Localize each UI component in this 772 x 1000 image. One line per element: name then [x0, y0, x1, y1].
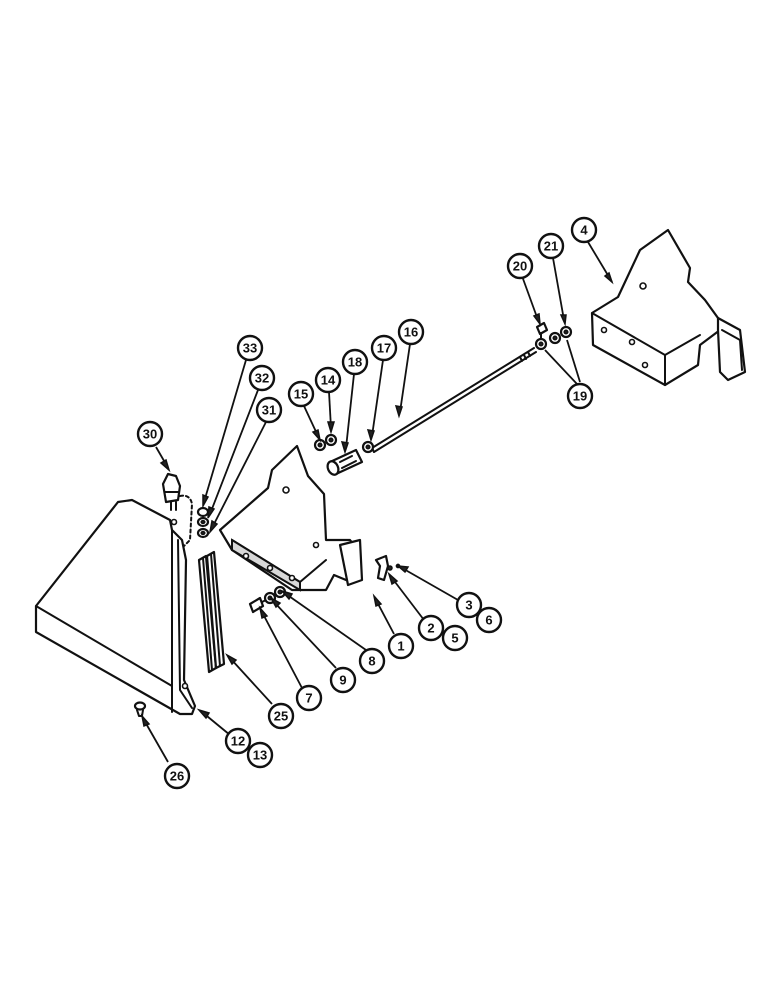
callout-label-7: 7	[305, 691, 312, 706]
callout-label-1: 1	[397, 639, 404, 654]
callout-14: 14	[314, 366, 342, 394]
callout-label-18: 18	[348, 355, 362, 370]
callout-label-9: 9	[339, 673, 346, 688]
callout-31: 31	[255, 396, 283, 424]
callout-label-30: 30	[143, 427, 157, 442]
rod-part	[371, 347, 537, 453]
callout-label-3: 3	[465, 598, 472, 613]
callout-label-32: 32	[255, 371, 269, 386]
callout-8: 8	[358, 647, 386, 675]
callout-label-8: 8	[368, 654, 375, 669]
hardware-group-middle	[313, 433, 375, 476]
callout-label-4: 4	[580, 223, 588, 238]
callout-label-16: 16	[404, 325, 418, 340]
middle-bracket-part	[218, 444, 364, 592]
callout-30: 30	[136, 420, 164, 448]
callout-label-13: 13	[253, 748, 267, 763]
callout-label-26: 26	[170, 769, 184, 784]
callout-18: 18	[341, 348, 369, 376]
callout-label-12: 12	[231, 734, 245, 749]
callout-17: 17	[370, 334, 398, 362]
callout-label-15: 15	[294, 387, 308, 402]
callout-15: 15	[287, 380, 315, 408]
callout-label-19: 19	[573, 389, 587, 404]
right-bracket-part	[590, 228, 747, 387]
callout-1: 1	[387, 632, 415, 660]
callout-20: 20	[506, 252, 534, 280]
screw-part	[133, 701, 147, 717]
clip-parts	[374, 554, 401, 582]
callout-label-20: 20	[513, 259, 527, 274]
callout-4: 4	[570, 216, 598, 244]
callout-2: 2	[417, 614, 445, 642]
callout-16: 16	[397, 318, 425, 346]
callout-33: 33	[236, 334, 264, 362]
callout-12: 12	[224, 727, 252, 755]
bolt-group-lower	[248, 585, 287, 614]
callout-label-33: 33	[243, 341, 257, 356]
callout-label-2: 2	[427, 621, 434, 636]
callout-label-17: 17	[377, 341, 391, 356]
callout-21: 21	[537, 232, 565, 260]
callout-label-31: 31	[262, 403, 276, 418]
seal-strip-part	[197, 550, 226, 674]
callout-26: 26	[163, 762, 191, 790]
left-cover-part	[34, 498, 197, 716]
callout-label-5: 5	[451, 631, 458, 646]
knob-part	[161, 472, 182, 511]
callout-9: 9	[329, 666, 357, 694]
callout-13: 13	[246, 741, 274, 769]
callout-label-25: 25	[274, 709, 288, 724]
callout-32: 32	[248, 364, 276, 392]
leader-lines	[140, 241, 614, 763]
hardware-group-right	[534, 321, 573, 351]
callout-6: 6	[475, 606, 503, 634]
callout-label-14: 14	[321, 373, 336, 388]
callout-5: 5	[441, 624, 469, 652]
callout-label-21: 21	[544, 239, 558, 254]
washer-stack	[196, 506, 210, 539]
callout-3: 3	[455, 591, 483, 619]
callout-19: 19	[566, 382, 594, 410]
callout-label-6: 6	[485, 613, 492, 628]
callout-25: 25	[267, 702, 295, 730]
callout-7: 7	[295, 684, 323, 712]
